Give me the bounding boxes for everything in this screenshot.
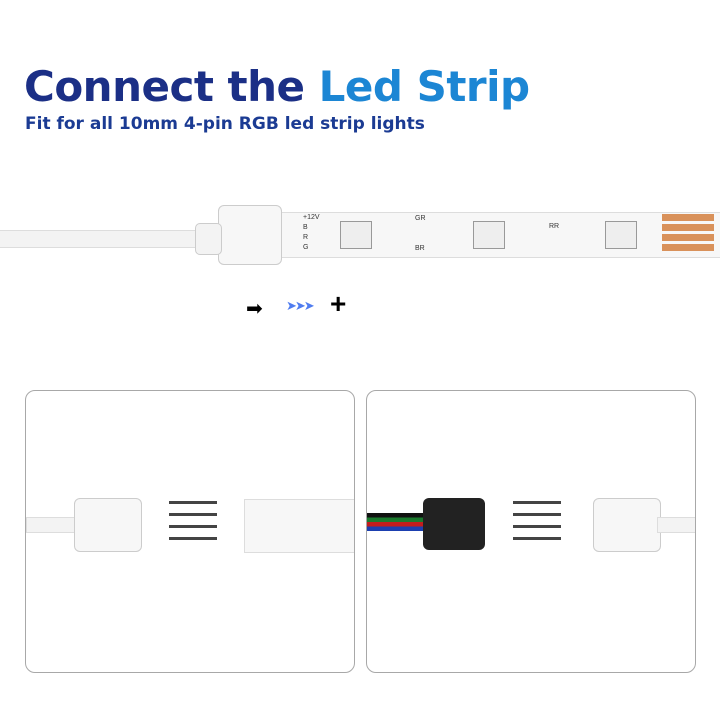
- black-connector: [423, 498, 485, 550]
- cable: [0, 230, 200, 248]
- pin-label: B: [303, 224, 308, 231]
- pin-connector: [513, 501, 561, 546]
- led-chip: [605, 221, 637, 249]
- cable: [26, 517, 78, 533]
- female-connector: [593, 498, 661, 552]
- arrow-right-icon: ➡: [246, 298, 263, 320]
- page-title: Connect the Led Strip: [24, 62, 530, 111]
- female-connector: [74, 498, 142, 552]
- resistor-label: BR: [415, 245, 425, 252]
- panel-strip-connection: [25, 390, 355, 673]
- pin-label: R: [303, 234, 309, 241]
- connector: [218, 205, 282, 265]
- subtitle: Fit for all 10mm 4-pin RGB led strip lig…: [25, 114, 425, 134]
- title-part1: Connect the: [24, 62, 319, 111]
- plus-icon: +: [330, 288, 347, 319]
- led-strip-illustration: +12V B R G GR BR RR: [0, 195, 720, 275]
- resistor-label: GR: [415, 215, 426, 222]
- cable: [657, 517, 695, 533]
- chevrons-icon: ➤➤➤: [286, 298, 315, 313]
- led-chip: [340, 221, 372, 249]
- rgb-wire: [367, 513, 427, 531]
- title-highlight: Led Strip: [318, 62, 530, 111]
- panel-wire-connection: [366, 390, 696, 673]
- resistor-label: RR: [549, 223, 560, 230]
- connector-neck: [195, 223, 222, 255]
- strip-end: [244, 499, 354, 553]
- pin-label: +12V: [303, 214, 320, 221]
- copper-pads: [662, 214, 714, 254]
- led-chip: [473, 221, 505, 249]
- pin-label: G: [303, 244, 309, 251]
- pin-connector: [169, 501, 217, 546]
